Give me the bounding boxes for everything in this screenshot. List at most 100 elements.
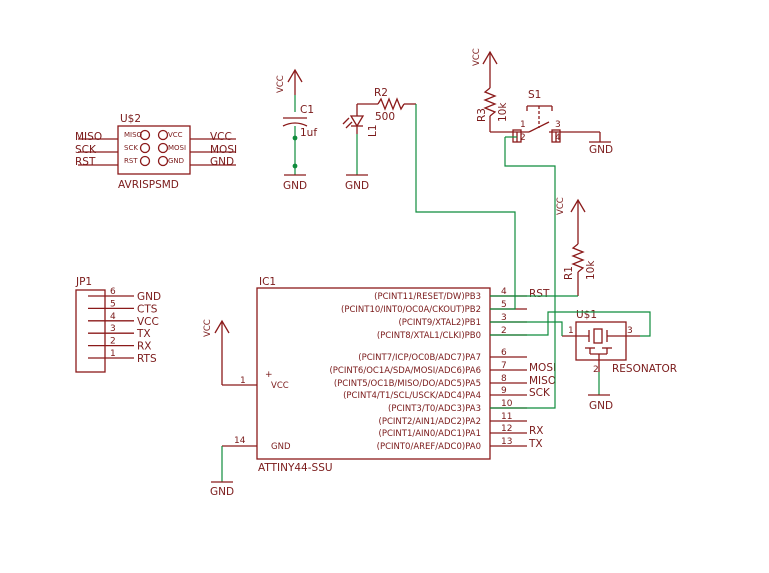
u2-pin-sck: SCK bbox=[124, 144, 138, 152]
ic1-pin-num: 12 bbox=[501, 424, 512, 434]
u2-net-gnd: GND bbox=[210, 156, 234, 168]
s1-pin-3: 3 bbox=[555, 120, 561, 130]
u2-net-mosi: MOSI bbox=[210, 144, 237, 156]
jp1-pin-net: CTS bbox=[137, 303, 158, 315]
u2-net-vcc: VCC bbox=[210, 131, 232, 143]
jp1-pin-num: 6 bbox=[110, 287, 116, 297]
ic1-pin-label-gnd: GND bbox=[271, 442, 291, 452]
u2-net-sck: SCK bbox=[75, 144, 97, 156]
u2-name: U$2 bbox=[120, 113, 141, 125]
ic1-pin-net: RX bbox=[529, 425, 544, 437]
ic1-gnd-net: GND bbox=[210, 486, 234, 498]
vcc-arrow-icon bbox=[214, 319, 230, 334]
resistor-r3: VCC R3 10k bbox=[472, 48, 509, 132]
switch-s1: S1 1 2 3 4 GND bbox=[490, 89, 613, 156]
r1-name: R1 bbox=[563, 266, 575, 280]
jp1-pin-num: 4 bbox=[110, 312, 116, 322]
ic1-pin-num: 6 bbox=[501, 348, 507, 358]
jp1-pin-net: RTS bbox=[137, 353, 157, 365]
ic1-pin-net: SCK bbox=[529, 387, 551, 399]
r1-value: 10k bbox=[585, 260, 597, 280]
s1-gnd-label: GND bbox=[589, 144, 613, 156]
jp1-name: JP1 bbox=[75, 276, 92, 288]
l1-gnd-label: GND bbox=[345, 180, 369, 192]
c1-name: C1 bbox=[300, 104, 314, 116]
ic1-pin-label: (PCINT9/XTAL2)PB1 bbox=[398, 318, 481, 328]
ic1-pin-num-vcc: 1 bbox=[240, 376, 246, 386]
u1-pin-1: 1 bbox=[568, 326, 574, 336]
ic1-pin-label: (PCINT0/AREF/ADC0)PA0 bbox=[377, 442, 481, 452]
r3-vcc-label: VCC bbox=[472, 48, 482, 66]
u1-gnd-label: GND bbox=[589, 400, 613, 412]
microcontroller-ic1: IC1 (PCINT11/RESET/DW)PB3 4 RST (PCINT10/IN… bbox=[203, 276, 556, 498]
s1-pin-4: 4 bbox=[555, 133, 561, 143]
ic1-pin-label: (PCINT1/AIN0/ADC1)PA1 bbox=[379, 429, 481, 439]
ic1-pin-num: 5 bbox=[501, 300, 507, 310]
jp1-pin-net: TX bbox=[136, 328, 151, 340]
resistor-r2: R2 500 bbox=[357, 87, 416, 123]
u2-pin-mosi: MOSI bbox=[168, 144, 186, 152]
ic1-pin-label: (PCINT6/OC1A/SDA/MOSI/ADC6)PA6 bbox=[329, 366, 481, 376]
ic1-pin-label-vcc: VCC bbox=[271, 381, 289, 391]
r3-value: 10k bbox=[497, 102, 509, 122]
ic1-pin-num: 2 bbox=[501, 326, 507, 336]
u2-net-rst: RST bbox=[75, 156, 96, 168]
jp1-pin-num: 2 bbox=[110, 337, 116, 347]
jp1-pin-net: VCC bbox=[137, 316, 159, 328]
ic1-pin-label: (PCINT8/XTAL1/CLKI)PB0 bbox=[377, 331, 481, 341]
l1-name: L1 bbox=[367, 124, 379, 137]
u2-pin-rst: RST bbox=[124, 157, 138, 165]
ic1-name: IC1 bbox=[259, 276, 276, 288]
ic1-pin-label: (PCINT3/T0/ADC3)PA3 bbox=[388, 404, 481, 414]
ic1-vcc-net: VCC bbox=[203, 319, 213, 337]
ic1-pin-net: RST bbox=[529, 288, 550, 300]
ic1-pin-num: 3 bbox=[501, 313, 507, 323]
u2-net-miso: MISO bbox=[75, 131, 102, 143]
resonator-u1: U$1 1 2 3 RESONATOR GND bbox=[562, 309, 677, 412]
isp-header-u2: U$2 MISO SCK RST VCC MOSI GND MISO SCK R… bbox=[75, 113, 237, 191]
resistor-r1: VCC R1 10k bbox=[556, 197, 597, 296]
jp1-pin-num: 3 bbox=[110, 324, 116, 334]
u1-part: RESONATOR bbox=[612, 363, 677, 375]
u2-pin-vcc: VCC bbox=[168, 131, 183, 139]
ic1-pin-num: 10 bbox=[501, 399, 513, 409]
ic1-pin-net: TX bbox=[528, 438, 543, 450]
u1-name: U$1 bbox=[576, 309, 597, 321]
ic1-pin-num: 11 bbox=[501, 412, 512, 422]
s1-name: S1 bbox=[528, 89, 541, 101]
r2-name: R2 bbox=[374, 87, 388, 99]
ic1-pin-num: 8 bbox=[501, 374, 507, 384]
u1-pin-2: 2 bbox=[593, 365, 599, 375]
ic1-pin-num: 9 bbox=[501, 386, 507, 396]
svg-text:+: + bbox=[265, 370, 273, 380]
jp1-pin-net: RX bbox=[137, 341, 152, 353]
led-l1: L1 GND bbox=[342, 104, 379, 192]
s1-pin-1: 1 bbox=[520, 120, 526, 130]
r3-name: R3 bbox=[476, 108, 488, 122]
header-jp1: JP1 6 GND 5 CTS 4 VCC 3 TX 2 RX 1 RTS bbox=[75, 276, 161, 373]
ic1-pin-label: (PCINT4/T1/SCL/USCK/ADC4)PA4 bbox=[343, 391, 481, 401]
c1-gnd-label: GND bbox=[283, 180, 307, 192]
ic1-pin-num: 4 bbox=[501, 287, 507, 297]
ic1-pin-label: (PCINT5/OC1B/MISO/DO/ADC5)PA5 bbox=[334, 379, 481, 389]
jp1-pin-net: GND bbox=[137, 291, 161, 303]
ic1-pin-label: (PCINT2/AIN1/ADC2)PA2 bbox=[379, 417, 481, 427]
ic1-pin-label: (PCINT7/ICP/OC0B/ADC7)PA7 bbox=[358, 353, 481, 363]
wires bbox=[415, 104, 651, 409]
ic1-pin-label: (PCINT10/INT0/OC0A/CKOUT)PB2 bbox=[341, 305, 481, 315]
u2-part: AVRISPSMD bbox=[118, 179, 179, 191]
r1-vcc-label: VCC bbox=[556, 197, 566, 215]
u2-pin-miso: MISO bbox=[124, 131, 143, 139]
ic1-pin-num: 13 bbox=[501, 437, 512, 447]
c1-vcc-label: VCC bbox=[276, 75, 286, 93]
r2-value: 500 bbox=[375, 111, 395, 123]
u2-pin-gnd: GND bbox=[168, 157, 184, 165]
jp1-pin-num: 1 bbox=[110, 349, 116, 359]
capacitor-c1: VCC C1 1uf GND bbox=[276, 68, 317, 192]
ic1-pin-label: (PCINT11/RESET/DW)PB3 bbox=[374, 292, 481, 302]
ic1-pin-num-gnd: 14 bbox=[234, 436, 246, 446]
c1-value: 1uf bbox=[300, 127, 317, 139]
ic1-pin-net: MOSI bbox=[529, 362, 556, 374]
jp1-pin-num: 5 bbox=[110, 299, 116, 309]
